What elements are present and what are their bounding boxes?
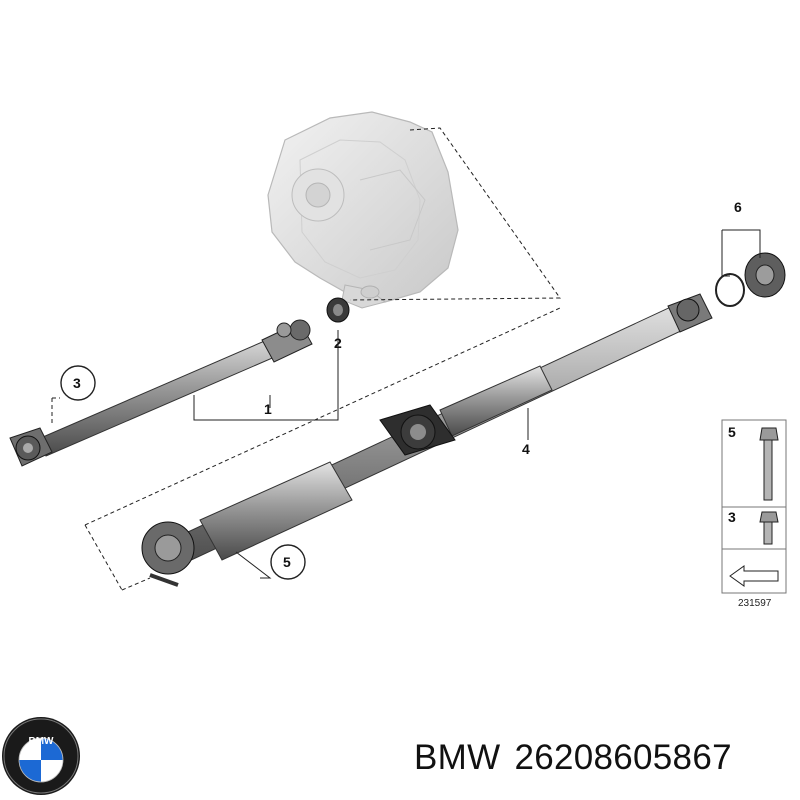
callouts: 1 2 3 4 5 6 <box>60 199 742 580</box>
shaft-seal <box>326 297 350 323</box>
callout-5: 5 <box>283 554 291 570</box>
callout-3-circle <box>60 365 96 401</box>
rear-propeller-shaft <box>141 293 713 587</box>
front-propeller-shaft <box>9 319 313 467</box>
caption-part-number: 26208605867 <box>514 738 732 777</box>
o-ring-and-flange <box>715 252 786 307</box>
dashed-relation-lines <box>51 127 561 591</box>
callout-2: 2 <box>334 335 342 351</box>
callout-4: 4 <box>522 441 530 457</box>
diagram-ref-number: 231597 <box>738 598 772 609</box>
caption-brand: BMW <box>414 738 501 777</box>
svg-text:BMW: BMW <box>29 736 55 747</box>
legend-label-5: 5 <box>728 424 736 440</box>
arrow-icon <box>729 565 779 587</box>
callout-6: 6 <box>734 199 742 215</box>
callout-3: 3 <box>73 375 81 391</box>
bmw-logo: BMW <box>2 717 80 795</box>
part-caption: BMW 26208605867 <box>414 738 732 778</box>
transfer-case <box>267 111 459 309</box>
long-bolt-icon <box>759 427 779 501</box>
callout-5-circle <box>270 544 306 580</box>
legend-label-3: 3 <box>728 509 736 525</box>
leader-lines <box>193 229 761 579</box>
short-bolt-icon <box>759 511 779 545</box>
parts-legend-box: 5 3 231597 <box>721 419 787 609</box>
callout-1: 1 <box>264 401 272 417</box>
